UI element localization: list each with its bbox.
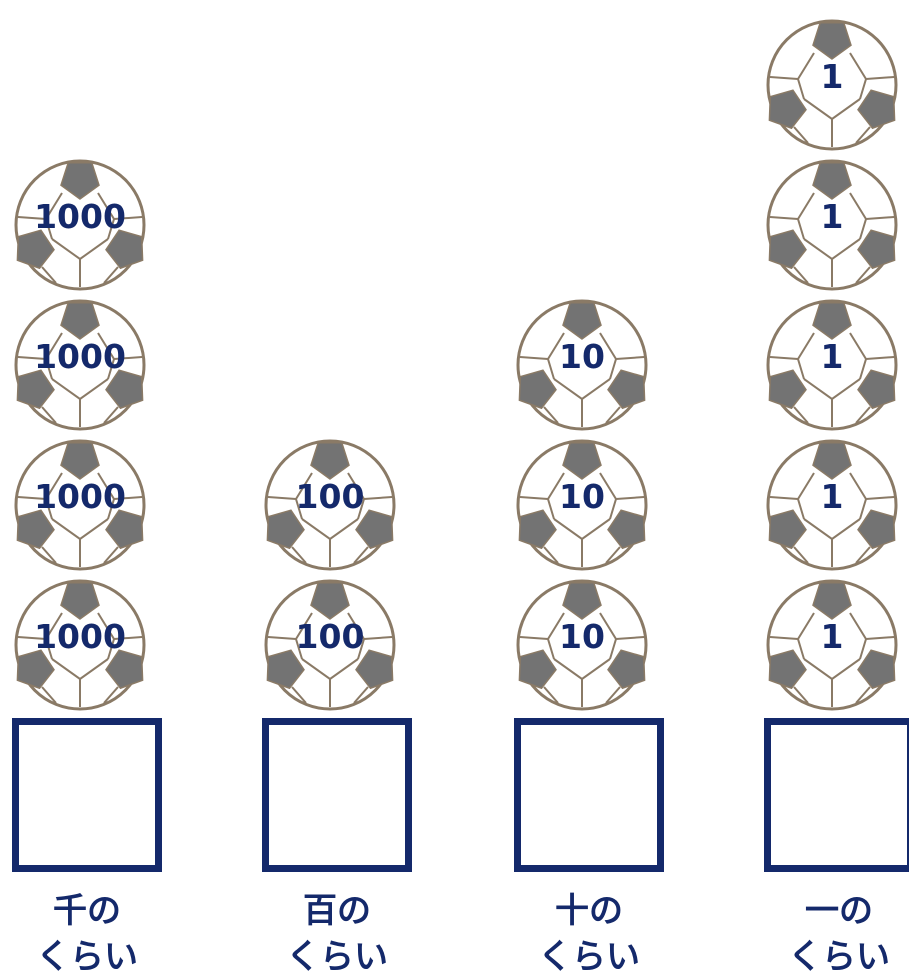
ball-value: 1000 [34,337,126,376]
soccer-ball: 1 [764,297,900,433]
soccer-ball-icon [766,19,898,151]
place-label-suffix: くらい [286,937,388,977]
place-label-name: 百の [303,891,371,931]
answer-box[interactable] [514,718,664,872]
soccer-ball-icon [766,159,898,291]
soccer-ball-icon [516,579,648,711]
soccer-ball-icon [766,579,898,711]
soccer-ball: 1 [764,437,900,573]
place-label: 千のくらい [2,888,172,980]
ball-value: 1000 [34,197,126,236]
soccer-ball: 10 [514,437,650,573]
soccer-ball-icon [516,299,648,431]
soccer-ball-icon [14,579,146,711]
place-label-suffix: くらい [788,937,890,977]
soccer-ball: 1000 [12,437,148,573]
place-label-name: 一の [805,891,873,931]
ball-value: 1 [820,617,844,656]
soccer-ball-icon [264,579,396,711]
place-label: 百のくらい [252,888,422,980]
soccer-ball: 1 [764,157,900,293]
place-label: 一のくらい [754,888,909,980]
soccer-ball: 1000 [12,297,148,433]
place-label-name: 千の [53,891,121,931]
ball-value: 10 [559,617,605,656]
soccer-ball: 10 [514,577,650,713]
soccer-ball: 1000 [12,157,148,293]
place-label-name: 十の [555,891,623,931]
place-column: 1 1 1 1 1 一のくらい [764,0,909,979]
ball-value: 1 [820,57,844,96]
place-column: 100 100 百のくらい [262,0,412,979]
ball-value: 100 [295,617,365,656]
soccer-ball-icon [264,439,396,571]
ball-value: 100 [295,477,365,516]
soccer-ball: 10 [514,297,650,433]
place-column: 10 10 10 十のくらい [514,0,664,979]
soccer-ball-icon [14,159,146,291]
place-label: 十のくらい [504,888,674,980]
soccer-ball-icon [14,439,146,571]
soccer-ball: 100 [262,577,398,713]
soccer-ball: 1 [764,17,900,153]
soccer-ball: 1 [764,577,900,713]
answer-box[interactable] [12,718,162,872]
answer-box[interactable] [262,718,412,872]
ball-value: 1 [820,477,844,516]
soccer-ball-icon [14,299,146,431]
ball-value: 1 [820,197,844,236]
place-label-suffix: くらい [538,937,640,977]
soccer-ball-icon [516,439,648,571]
soccer-ball: 100 [262,437,398,573]
place-column: 1000 1000 1000 1000 千のくらい [12,0,162,979]
soccer-ball: 1000 [12,577,148,713]
ball-value: 1000 [34,617,126,656]
soccer-ball-icon [766,299,898,431]
ball-value: 10 [559,477,605,516]
ball-value: 1000 [34,477,126,516]
place-label-suffix: くらい [36,937,138,977]
soccer-ball-icon [766,439,898,571]
answer-box[interactable] [764,718,909,872]
ball-value: 10 [559,337,605,376]
ball-value: 1 [820,337,844,376]
